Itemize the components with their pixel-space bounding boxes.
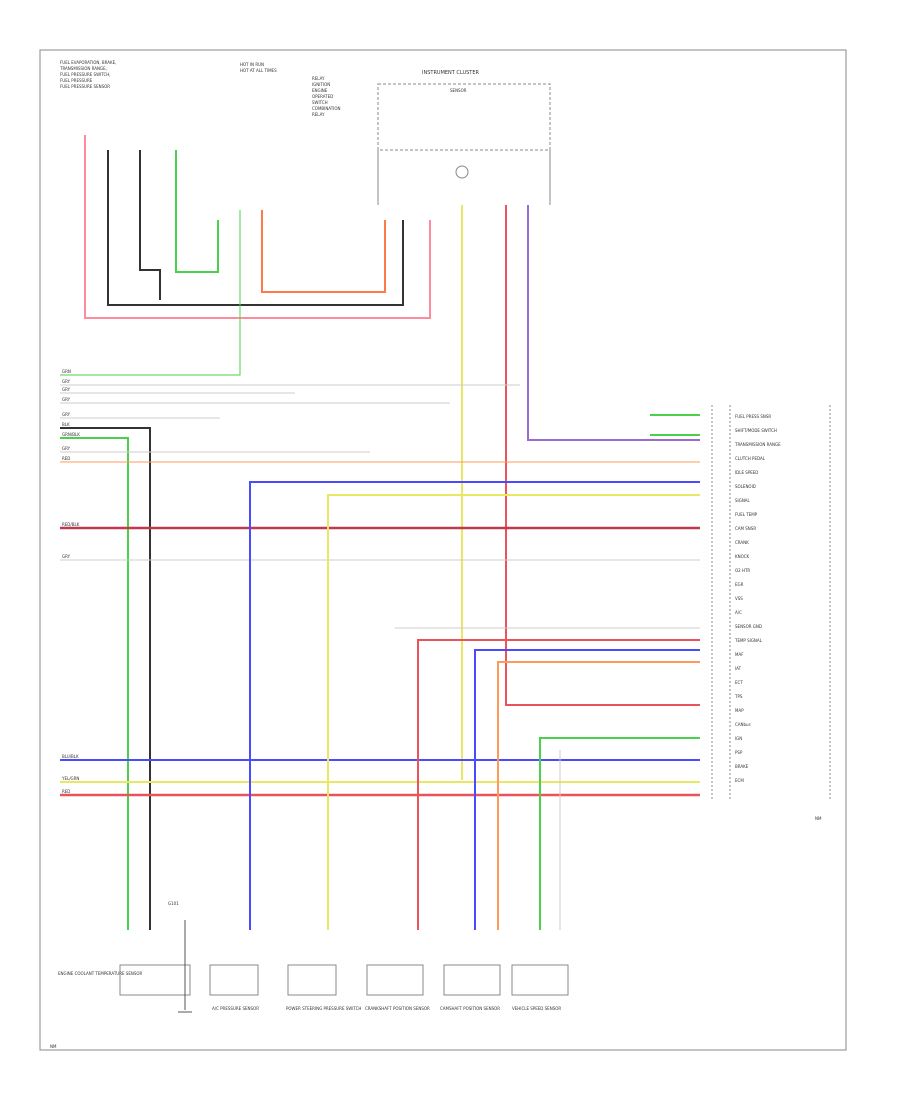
left-wire-label: GRY [62, 412, 71, 417]
connector-pin-label: CANbus [735, 722, 751, 727]
header-fuse-box: HOT IN RUN HOT AT ALL TIMES [240, 62, 277, 73]
ecm-connector: FUEL PRESS SNSR SHIFT/MODE SWITCH TRANSMIS… [711, 405, 831, 821]
component-ps-switch [287, 964, 337, 996]
svg-text:IGNITION: IGNITION [312, 82, 330, 87]
connector-pin-label: IAT [735, 666, 742, 671]
svg-text:TRANSMISSION RANGE,: TRANSMISSION RANGE, [59, 66, 107, 71]
svg-text:A/C PRESSURE SENSOR: A/C PRESSURE SENSOR [212, 1006, 259, 1011]
connector-pin-label: SHIFT/MODE SWITCH [735, 428, 777, 433]
left-wire-label: GRY [62, 554, 71, 559]
component-ac-sensor [209, 964, 259, 996]
svg-text:FUEL EVAPORATION, BRAKE,: FUEL EVAPORATION, BRAKE, [60, 60, 116, 65]
left-wire-label: GRY [62, 397, 71, 402]
footer-label: NM [50, 1044, 57, 1049]
connector-pin-label: SOLENOID [735, 484, 756, 489]
svg-text:COMBINATION: COMBINATION [312, 106, 341, 111]
connector-pin-label: ECM [735, 778, 744, 783]
left-wire-label: BLK [62, 422, 70, 427]
svg-text:HOT AT ALL TIMES: HOT AT ALL TIMES [240, 68, 277, 73]
instrument-cluster: INSTRUMENT CLUSTER SENSOR [377, 70, 551, 205]
svg-text:FUEL PRESSURE SWITCH,: FUEL PRESSURE SWITCH, [60, 72, 111, 77]
svg-text:POWER STEERING PRESSURE SWITCH: POWER STEERING PRESSURE SWITCH [286, 1006, 361, 1011]
connector-pin-label: SIGNAL [735, 498, 751, 503]
bottom-components [119, 964, 569, 996]
left-wire-label: GRY [62, 387, 71, 392]
svg-text:INSTRUMENT CLUSTER: INSTRUMENT CLUSTER [422, 70, 480, 76]
svg-text:SWITCH: SWITCH [312, 100, 328, 105]
connector-pin-label: TPS [734, 694, 743, 699]
connector-pin-label: IDLE SPEED [735, 470, 758, 475]
ground-label: G101 [168, 901, 179, 906]
left-wire-label: GRN/BLK [62, 432, 80, 437]
left-wire-label: RED/BLK [62, 522, 80, 527]
connector-pin-label: BRAKE [735, 764, 749, 769]
top-wiring [60, 135, 700, 780]
svg-text:OPERATED: OPERATED [312, 94, 333, 99]
connector-pin-label: A/C [735, 610, 742, 615]
connector-pin-label: PSP [735, 750, 743, 755]
component-crank-sensor [366, 964, 424, 996]
connector-pin-label: O2 HTR [735, 568, 750, 573]
left-wire-label: GRY [62, 446, 71, 451]
connector-pin-label: IGN [735, 736, 742, 741]
connector-pin-label: CLUTCH PEDAL [735, 456, 766, 461]
svg-text:RELAY: RELAY [312, 112, 325, 117]
connector-pin-label: SENSOR GND [735, 624, 762, 629]
left-wire-label: BLU/BLK [62, 754, 79, 759]
connector-pin-label: ECT [735, 680, 743, 685]
svg-text:CRANKSHAFT POSITION SENSOR: CRANKSHAFT POSITION SENSOR [365, 1006, 430, 1011]
left-wire-label: GRY [62, 379, 71, 384]
ground-symbol-icon [178, 920, 192, 1013]
left-wiring [60, 384, 700, 930]
component-vss [511, 964, 569, 996]
connector-pin-label: CRANK [735, 540, 749, 545]
bottom-component-labels: ENGINE COOLANT TEMPERATURE SENSOR A/C PR… [58, 901, 561, 1011]
connector-pin-label: MAP [735, 708, 744, 713]
connector-pin-label: MAF [735, 652, 744, 657]
left-wire-label: RED [62, 789, 70, 794]
connector-pin-label: TRANSMISSION RANGE [734, 442, 781, 447]
header-top-left: FUEL EVAPORATION, BRAKE, TRANSMISSION RA… [59, 60, 116, 89]
svg-text:FUEL PRESSURE SENSOR: FUEL PRESSURE SENSOR [60, 84, 110, 89]
left-wire-labels: GRN GRY GRY GRY GRY BLK GRN/BLK GRY RED RED/BLK GR… [61, 369, 80, 794]
component-cam-sensor [443, 964, 501, 996]
svg-text:ENGINE COOLANT TEMPERATURE SEN: ENGINE COOLANT TEMPERATURE SENSOR [58, 971, 143, 976]
cluster-box [377, 83, 551, 151]
connector-pin-label: VSS [735, 596, 743, 601]
header-relay: RELAY IGNITION ENGINE OPERATED SWITCH CO… [312, 76, 341, 117]
connector-pin-label: FUEL TEMP [735, 512, 758, 517]
svg-text:ENGINE: ENGINE [312, 88, 328, 93]
svg-text:CAMSHAFT POSITION SENSOR: CAMSHAFT POSITION SENSOR [440, 1006, 500, 1011]
connector-pin-label: EGR [735, 582, 744, 587]
left-wire-label: RED [62, 456, 70, 461]
svg-text:FUEL PRESSURE: FUEL PRESSURE [60, 78, 93, 83]
diagram-border [39, 49, 847, 1051]
indicator-lamp-icon [455, 165, 469, 179]
svg-text:SENSOR: SENSOR [450, 88, 467, 93]
connector-pin-label: KNOCK [735, 554, 750, 559]
svg-text:HOT IN RUN: HOT IN RUN [240, 62, 264, 67]
svg-text:RELAY: RELAY [312, 76, 325, 81]
ecm-label: NM [815, 816, 822, 821]
svg-text:VEHICLE SPEED SENSOR: VEHICLE SPEED SENSOR [512, 1006, 561, 1011]
connector-pin-label: TEMP SIGNAL [734, 638, 763, 643]
left-wire-label: GRN [62, 369, 71, 374]
left-wire-label: YEL/GRN [61, 776, 79, 781]
component-ect-sensor [119, 964, 191, 996]
connector-pin-label: CAM SNSR [735, 526, 756, 531]
connector-pin-label: FUEL PRESS SNSR [735, 414, 771, 419]
right-wiring [249, 414, 700, 930]
